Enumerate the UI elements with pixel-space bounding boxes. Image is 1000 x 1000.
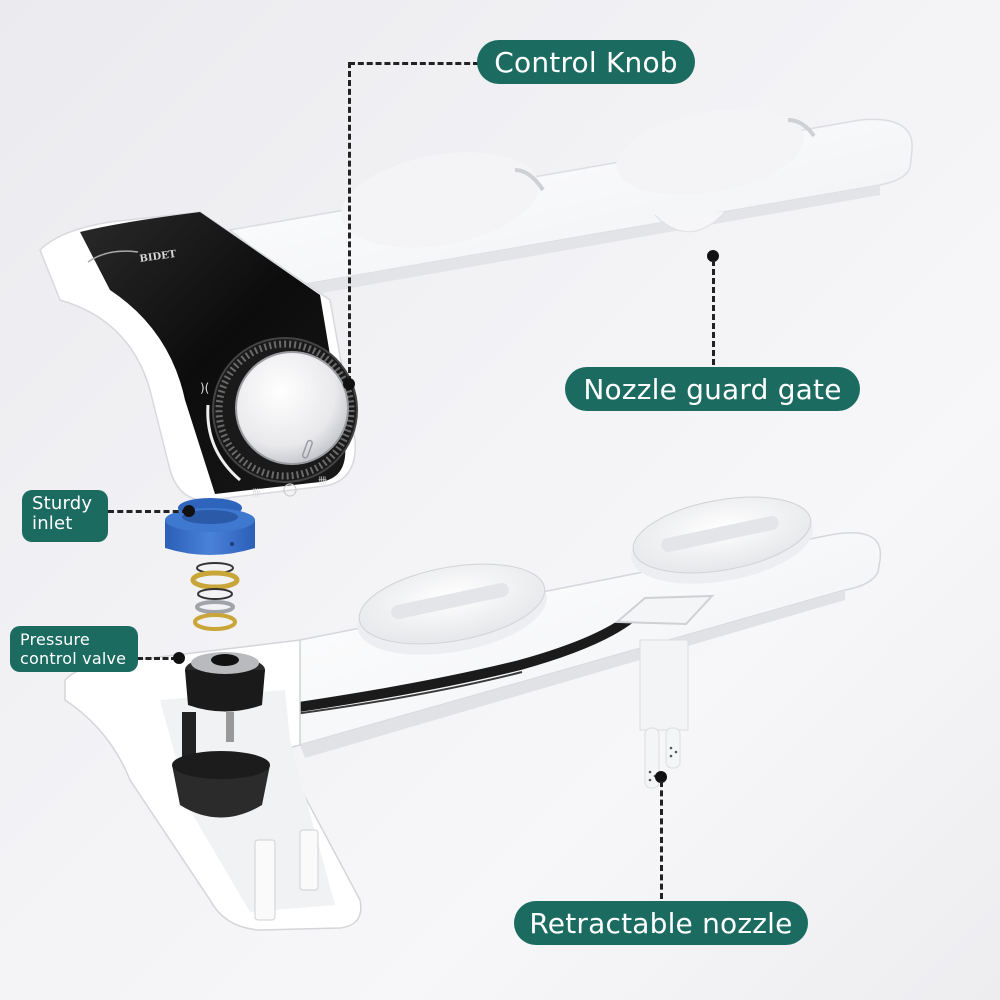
- callout-retractable-nozzle: Retractable nozzle: [514, 901, 808, 945]
- pressure-control-valve-part: [172, 652, 270, 818]
- pressure-valve-leader: [137, 657, 177, 660]
- nozzle-guard-gate-anchor-dot: [707, 250, 719, 262]
- control-knob-anchor-dot: [343, 378, 355, 390]
- callout-label-line2: control valve: [20, 649, 127, 668]
- control-housing: BIDET )( 卌 卌: [39, 211, 358, 501]
- callout-label-line2: inlet: [32, 513, 73, 534]
- bottom-mounting-plate: [64, 496, 882, 931]
- callout-label: Control Knob: [494, 45, 678, 79]
- spring-and-washers: [190, 562, 240, 631]
- callout-label: Nozzle guard gate: [583, 372, 842, 406]
- control-knob-leader-h: [349, 62, 479, 65]
- callout-label-line1: Sturdy: [32, 493, 93, 514]
- svg-text:)(: )(: [200, 381, 209, 395]
- pressure-valve-anchor-dot: [173, 652, 185, 664]
- brand-logo: BIDET: [139, 249, 178, 265]
- callout-label: Retractable nozzle: [529, 906, 793, 940]
- retractable-nozzle-leader: [660, 781, 663, 899]
- callout-label-line1: Pressure: [20, 630, 90, 649]
- sturdy-inlet-leader: [108, 510, 188, 513]
- retractable-nozzle-anchor-dot: [655, 771, 667, 783]
- top-mounting-plate: [228, 109, 913, 296]
- sturdy-inlet-anchor-dot: [183, 505, 195, 517]
- svg-text:卌: 卌: [318, 476, 327, 487]
- callout-control-knob: Control Knob: [477, 40, 695, 84]
- nozzle-guard-gate-leader: [712, 260, 715, 365]
- retractable-nozzle-part: [639, 639, 689, 789]
- mounting-cap-left: [357, 563, 547, 655]
- callout-sturdy-inlet: Sturdy inlet: [22, 490, 108, 542]
- callout-nozzle-guard-gate: Nozzle guard gate: [565, 367, 860, 411]
- water-hose: [264, 606, 644, 717]
- control-knob[interactable]: [235, 351, 349, 465]
- svg-text:卌: 卌: [252, 488, 261, 499]
- callout-pressure-control-valve: Pressure control valve: [10, 626, 138, 672]
- control-knob-leader-v: [348, 62, 351, 382]
- mounting-cap-right: [631, 496, 813, 584]
- nozzle-guard-gate-part: [614, 594, 715, 626]
- sturdy-inlet-part: [165, 498, 255, 555]
